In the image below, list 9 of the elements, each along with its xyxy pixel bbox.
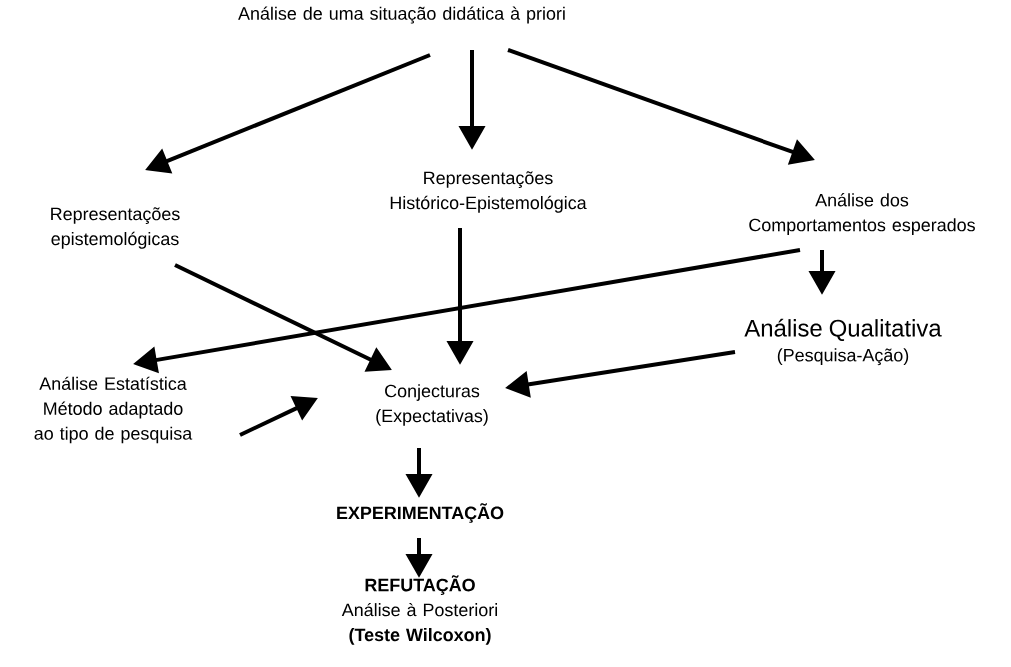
concept-text: Conjecturas (Expectativas) (376, 384, 488, 426)
concept-text: EXPERIMENTAÇÃO (337, 503, 504, 523)
concept-text: REFUTAÇÃO Análise à Posteriori (Teste Wilcoxon) (341, 575, 497, 645)
concept-text: Representações Histórico-Epistemológica (390, 171, 587, 213)
concept-text: Análise dos Comportamentos esperados (749, 193, 975, 235)
concept-text: Representações epistemológicas (51, 207, 180, 249)
concept-text: Análise Estatística Método adaptado ao tipo de pesquisa (34, 376, 193, 444)
concept-text: Análise Qualitativa (Pesquisa-Ação) (744, 318, 942, 366)
concept-text: Análise de uma situação didática à priori (238, 6, 565, 24)
